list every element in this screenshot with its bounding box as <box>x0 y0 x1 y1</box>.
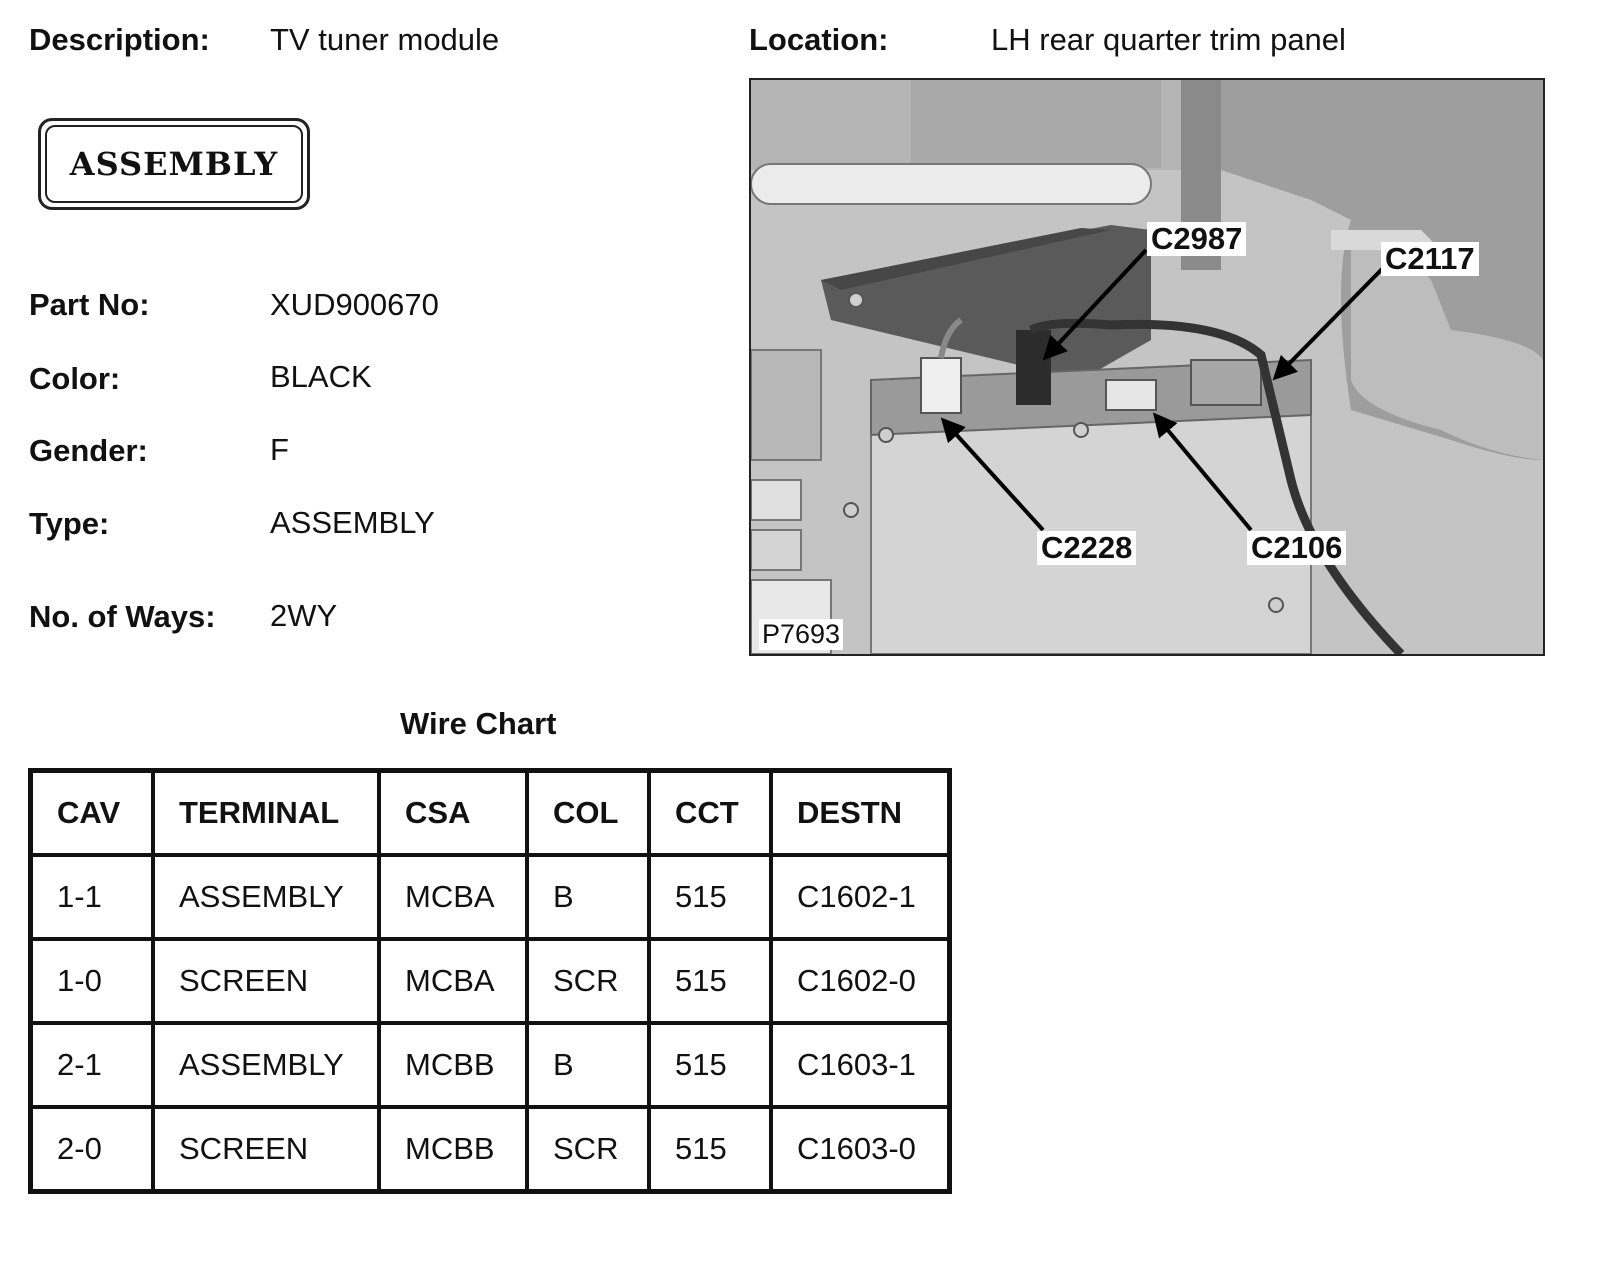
part-no-value: XUD900670 <box>270 287 439 322</box>
type-value: ASSEMBLY <box>270 505 435 540</box>
gender-value: F <box>270 432 289 467</box>
callout-c2987: C2987 <box>1147 222 1247 256</box>
cell-col: B <box>525 1021 651 1109</box>
cell-cav: 2-0 <box>28 1105 155 1194</box>
cell-cct: 515 <box>647 937 773 1025</box>
header-destn: DESTN <box>769 768 952 857</box>
cell-csa: MCBA <box>377 853 529 941</box>
cell-cct: 515 <box>647 1021 773 1109</box>
cell-col: SCR <box>525 937 651 1025</box>
assembly-stamp-text: ASSEMBLY <box>45 125 303 203</box>
cell-terminal: SCREEN <box>151 937 381 1025</box>
callout-c2117: C2117 <box>1381 242 1479 276</box>
cell-terminal: ASSEMBLY <box>151 853 381 941</box>
header-cav: CAV <box>28 768 155 857</box>
location-label: Location: <box>749 22 889 57</box>
gender-label: Gender: <box>29 433 148 468</box>
description-value: TV tuner module <box>270 22 500 57</box>
callout-c2106: C2106 <box>1247 531 1347 565</box>
cell-terminal: SCREEN <box>151 1105 381 1194</box>
part-no-label: Part No: <box>29 287 150 322</box>
header-cct: CCT <box>647 768 773 857</box>
cell-destn: C1603-1 <box>769 1021 952 1109</box>
callout-c2228: C2228 <box>1037 531 1137 565</box>
table-row: 1-1 ASSEMBLY MCBA B 515 C1602-1 <box>28 853 952 941</box>
location-value: LH rear quarter trim panel <box>991 22 1346 57</box>
header-col: COL <box>525 768 651 857</box>
cell-cav: 2-1 <box>28 1021 155 1109</box>
cell-cav: 1-0 <box>28 937 155 1025</box>
cell-csa: MCBB <box>377 1021 529 1109</box>
assembly-stamp: ASSEMBLY <box>38 118 310 210</box>
description-label: Description: <box>29 22 210 57</box>
cell-col: SCR <box>525 1105 651 1194</box>
cell-destn: C1602-0 <box>769 937 952 1025</box>
color-label: Color: <box>29 361 121 396</box>
wire-chart-title: Wire Chart <box>400 706 557 741</box>
color-value: BLACK <box>270 359 372 394</box>
wire-chart-table: CAV TERMINAL CSA COL CCT DESTN 1-1 ASSEM… <box>28 768 952 1194</box>
cell-destn: C1602-1 <box>769 853 952 941</box>
ways-value: 2WY <box>270 598 338 633</box>
table-header-row: CAV TERMINAL CSA COL CCT DESTN <box>28 768 952 857</box>
cell-cav: 1-1 <box>28 853 155 941</box>
type-label: Type: <box>29 506 110 541</box>
cell-csa: MCBA <box>377 937 529 1025</box>
cell-cct: 515 <box>647 853 773 941</box>
location-figure: C2987 C2117 C2228 C2106 P7693 <box>749 78 1545 656</box>
figure-illustration <box>751 80 1543 654</box>
cell-col: B <box>525 853 651 941</box>
cell-terminal: ASSEMBLY <box>151 1021 381 1109</box>
ways-label: No. of Ways: <box>29 599 216 634</box>
plate-number: P7693 <box>759 619 844 650</box>
table-row: 2-1 ASSEMBLY MCBB B 515 C1603-1 <box>28 1021 952 1109</box>
header-csa: CSA <box>377 768 529 857</box>
table-row: 2-0 SCREEN MCBB SCR 515 C1603-0 <box>28 1105 952 1194</box>
header-terminal: TERMINAL <box>151 768 381 857</box>
cell-csa: MCBB <box>377 1105 529 1194</box>
table-row: 1-0 SCREEN MCBA SCR 515 C1602-0 <box>28 937 952 1025</box>
cell-cct: 515 <box>647 1105 773 1194</box>
cell-destn: C1603-0 <box>769 1105 952 1194</box>
